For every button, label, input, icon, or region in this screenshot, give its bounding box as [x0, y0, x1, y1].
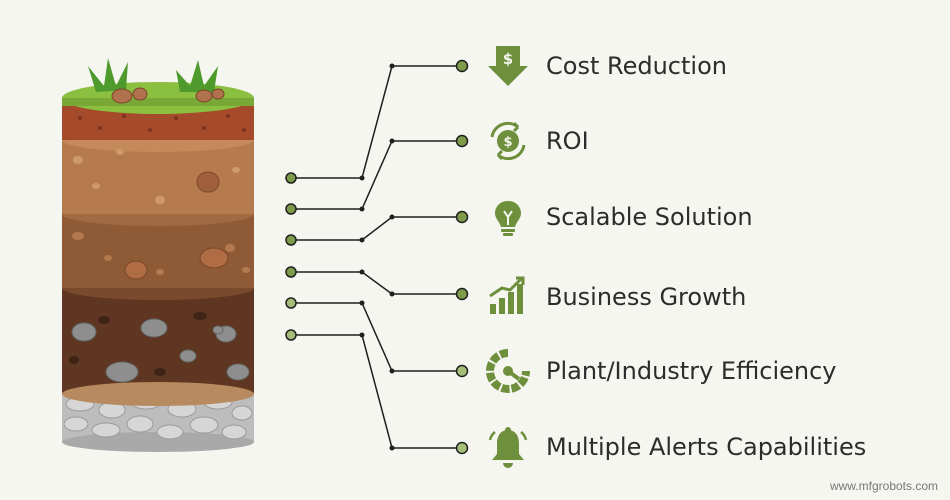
- dollar-cycle-icon: $: [490, 121, 526, 161]
- bell-icon: [488, 427, 528, 468]
- left-nodes: [285, 172, 297, 341]
- right-nodes: [455, 59, 469, 455]
- speed-gauge-icon: [486, 349, 530, 393]
- watermark: www.mfgrobots.com: [829, 479, 938, 493]
- soil-column-illustration: [62, 58, 254, 452]
- connector-lines: [291, 65, 462, 449]
- svg-text:$: $: [503, 50, 513, 68]
- feature-label-roi: ROI: [546, 127, 589, 155]
- dollar-down-arrow-icon: $: [488, 46, 528, 86]
- lightbulb-icon: [495, 201, 521, 236]
- feature-label-multiple-alerts: Multiple Alerts Capabilities: [546, 433, 867, 461]
- feature-label-cost-reduction: Cost Reduction: [546, 52, 727, 80]
- feature-label-plant-industry-efficiency: Plant/Industry Efficiency: [546, 357, 837, 385]
- bar-chart-growth-icon: [489, 276, 525, 314]
- junction-dots: [359, 63, 395, 451]
- svg-text:$: $: [503, 135, 512, 150]
- feature-label-business-growth: Business Growth: [546, 283, 747, 311]
- feature-label-scalable-solution: Scalable Solution: [546, 203, 753, 231]
